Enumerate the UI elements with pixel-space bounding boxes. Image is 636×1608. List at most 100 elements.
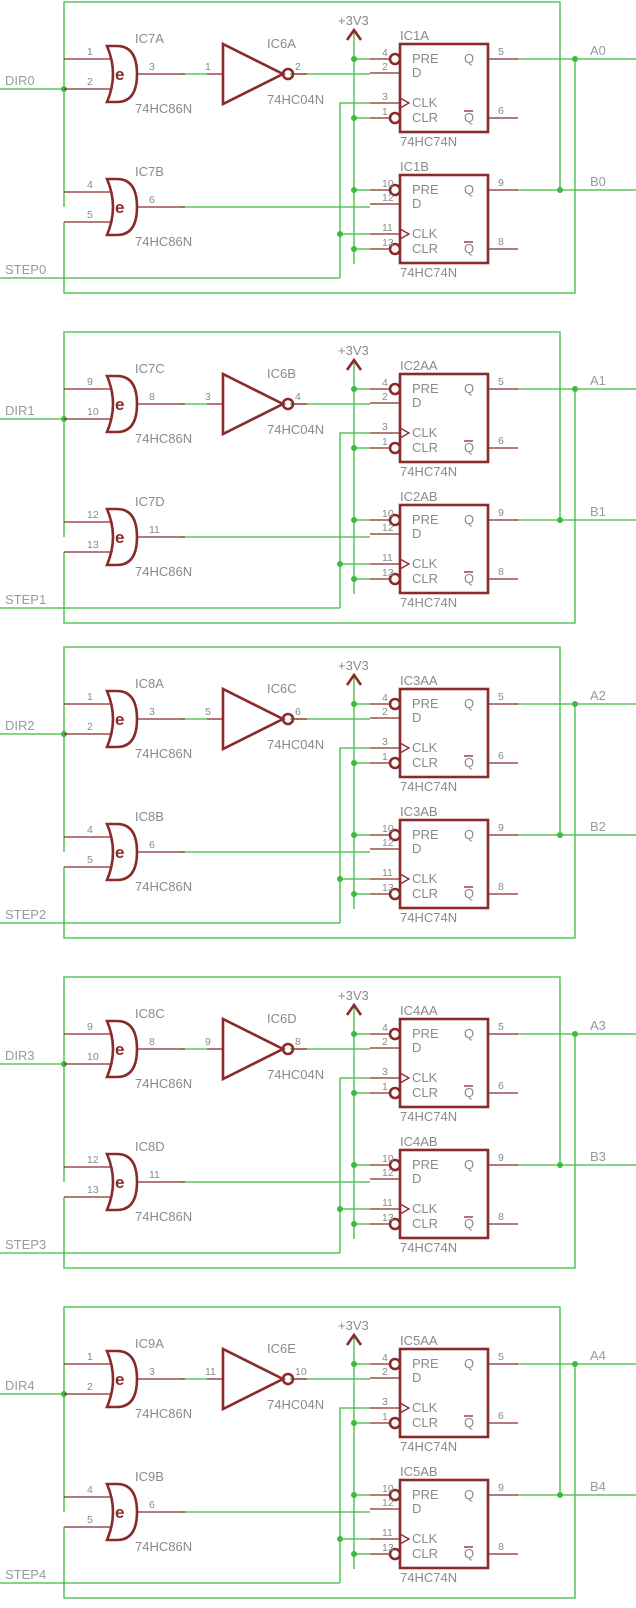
flip-flop-pin-number: 5 [498,1351,504,1363]
flip-flop-pin-number: 3 [382,736,388,748]
flip-flop-body [398,42,490,134]
flip-flop-pin-label: CLR [412,440,438,455]
flip-flop-pin-number: 13 [382,882,394,894]
feedback-wire [63,1034,576,1269]
feedback-wire [63,976,561,1165]
flip-flop-name: IC3AA [400,673,438,688]
flip-flop-name: IC1A [400,28,429,43]
flip-flop-pin-number: 1 [382,751,388,763]
flip-flop-pin-number: 11 [382,222,393,234]
flip-flop-pin-number: 10 [382,1483,394,1495]
flip-flop-pin-number: 13 [382,1542,394,1554]
flip-flop-body [398,687,490,779]
clock-indicator [399,1072,411,1084]
flip-flop-pin-label: Q [464,1487,474,1502]
flip-flop-pin-label: CLK [412,1201,438,1216]
xor-pin-number: 1 [87,691,93,703]
inverter-pin-number: 4 [295,391,301,403]
xor-pin-number: 2 [87,721,93,733]
flip-flop-pin-number: 11 [382,867,393,879]
xor-pin-number: 2 [87,76,93,88]
xor-gate-type: 74HC86N [135,431,192,446]
flip-flop-pin-number: 5 [498,376,504,388]
wire-junction [351,1162,357,1168]
flip-flop-pin-label: D [412,1501,421,1516]
inverter-pin-number: 11 [205,1366,216,1378]
xor-gate-symbol: e [115,1040,124,1059]
wire-junction [351,115,357,121]
flip-flop-pin-number: 9 [498,507,504,519]
flip-flop-name: IC5AA [400,1333,438,1348]
flip-flop-pin-label: Q [464,1216,474,1231]
wire-junction [572,1361,578,1367]
xor-gate-body [105,507,139,567]
xor-gate-name: IC7A [135,31,164,46]
inverter-type: 74HC04N [267,1067,324,1082]
inverter-pin-number: 8 [295,1036,301,1048]
flip-flop-bubble [388,1086,402,1100]
wire-junction [351,1551,357,1557]
flip-flop-pin-label: Q [464,440,474,455]
flip-flop-pin-number: 3 [382,1066,388,1078]
flip-flop-type: 74HC74N [400,595,457,610]
flip-flop-pin-label: Q [464,696,474,711]
flip-flop-pin-number: 13 [382,237,394,249]
xor-pin-number: 5 [87,854,93,866]
feedback-wire [63,646,561,835]
dir-net-label: DIR1 [5,403,35,418]
flip-flop-bubble [388,756,402,770]
flip-flop-name: IC3AB [400,804,438,819]
flip-flop-pin-number: 1 [382,1081,388,1093]
inverter-pin-number: 9 [205,1036,211,1048]
step-net-label: STEP3 [5,1237,46,1252]
wire-junction [351,832,357,838]
flip-flop-bubble [388,441,402,455]
flip-flop-pin-label: Q [464,755,474,770]
power-label: +3V3 [338,343,369,358]
wire-junction [337,561,343,567]
xor-pin-number: 10 [87,1051,99,1063]
xor-pin-number: 6 [149,194,155,206]
clock-indicator [399,97,411,109]
flip-flop-pin-label: CLR [412,110,438,125]
wire-junction [351,1420,357,1426]
xor-gate-type: 74HC86N [135,234,192,249]
flip-flop-pin-number: 2 [382,391,388,403]
xor-gate-symbol: e [115,1173,124,1192]
output-a-label: A1 [590,373,606,388]
flip-flop-pin-label: CLK [412,740,438,755]
xor-gate-body [105,1152,139,1212]
inverter-name: IC6B [267,366,296,381]
flip-flop-pin-label: CLK [412,226,438,241]
xor-pin-number: 6 [149,839,155,851]
output-a-label: A4 [590,1348,606,1363]
xor-gate-symbol: e [115,843,124,862]
power-arrow-icon [345,357,363,371]
power-label: +3V3 [338,1318,369,1333]
wire-junction [337,1536,343,1542]
flip-flop-pin-number: 3 [382,1396,388,1408]
flip-flop-pin-number: 12 [382,1497,394,1509]
flip-flop-pin-label: Q [464,51,474,66]
step-net-label: STEP1 [5,592,46,607]
flip-flop-pin-number: 1 [382,436,388,448]
step-net-label: STEP2 [5,907,46,922]
wire-junction [351,386,357,392]
inverter-type: 74HC04N [267,1397,324,1412]
power-arrow-icon [345,1002,363,1016]
xor-pin-number: 1 [87,1351,93,1363]
flip-flop-pin-number: 4 [382,47,388,59]
flip-flop-type: 74HC74N [400,1240,457,1255]
wire-junction [572,56,578,62]
flip-flop-pin-label: PRE [412,381,439,396]
flip-flop-pin-number: 12 [382,837,394,849]
xor-gate-name: IC7C [135,361,165,376]
